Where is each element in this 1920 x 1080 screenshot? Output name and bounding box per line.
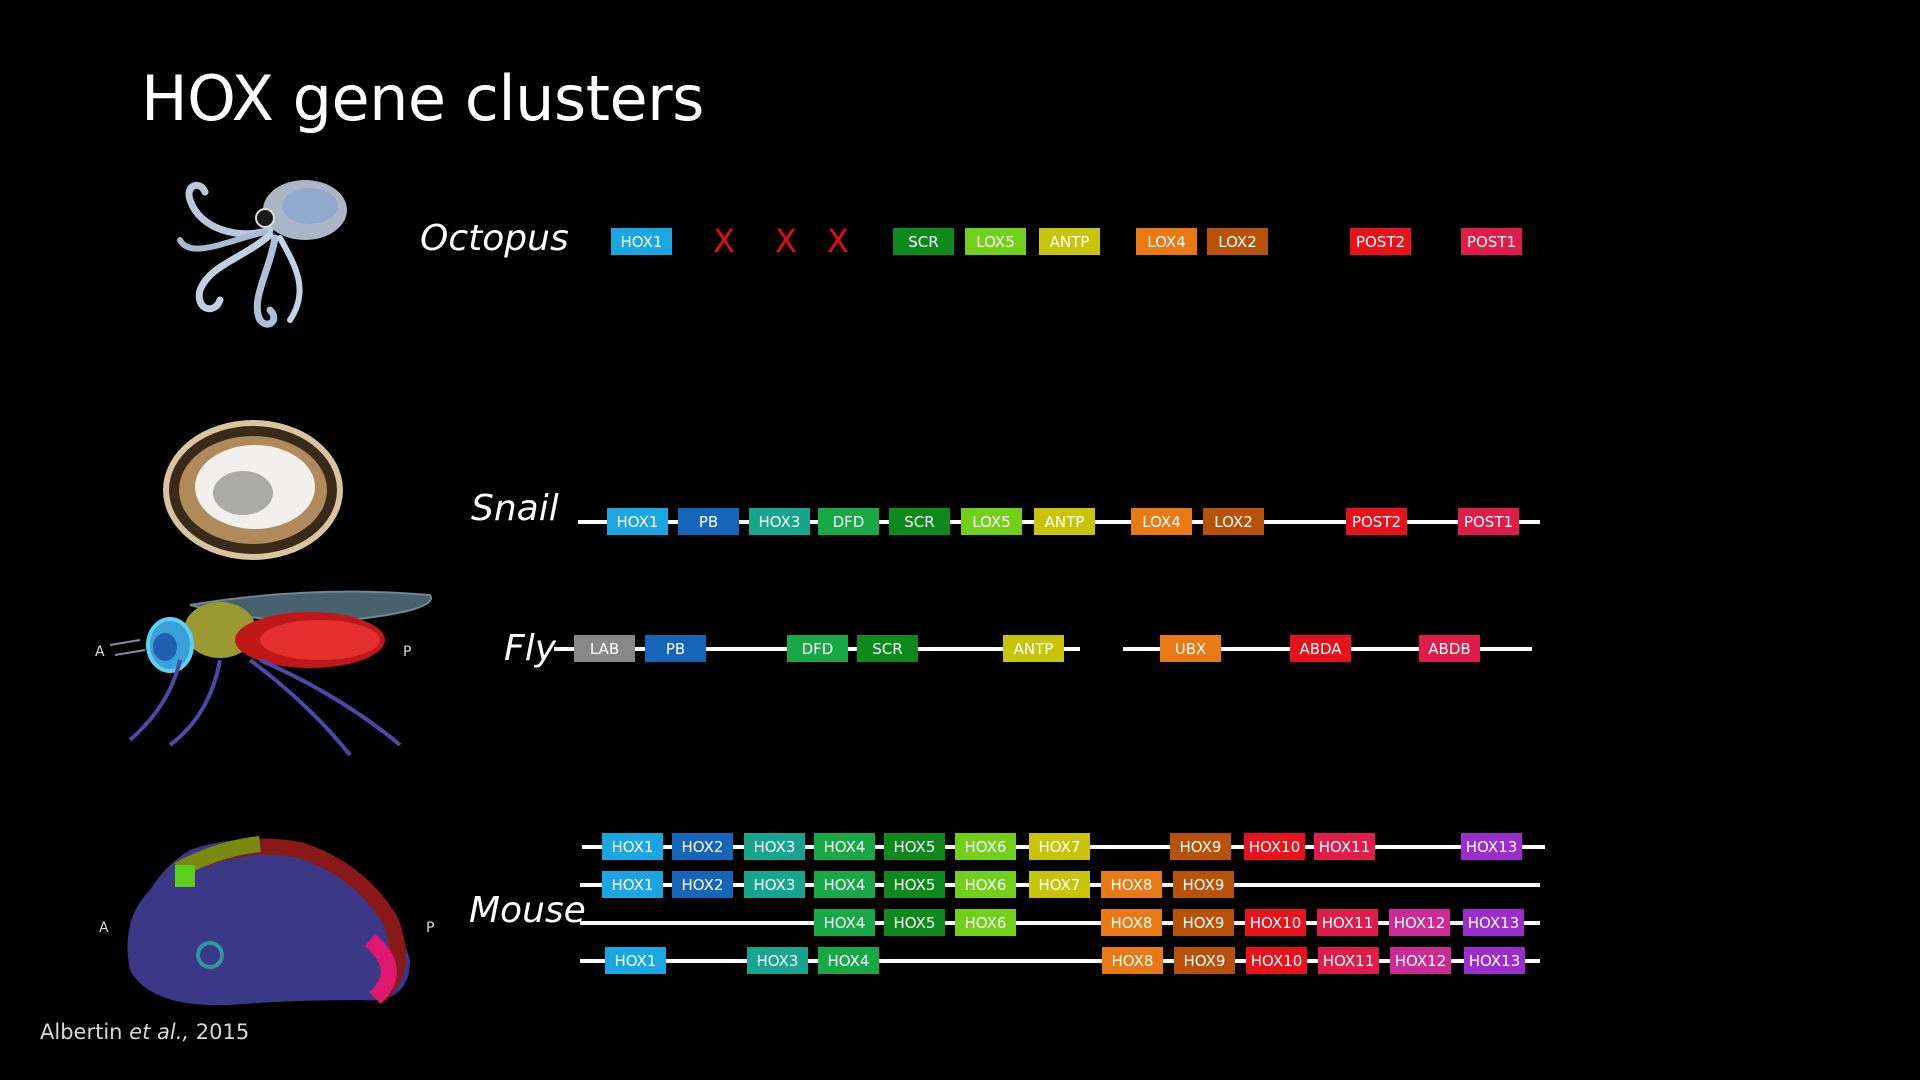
mouse-gene-hox13: HOX13 xyxy=(1464,947,1525,974)
mouse-gene-hox5: HOX5 xyxy=(884,909,945,936)
mouse-gene-hox2: HOX2 xyxy=(672,833,733,860)
fly-gene-abda: ABDA xyxy=(1290,635,1351,662)
octopus-image xyxy=(177,180,347,328)
mouse-gene-hox11: HOX11 xyxy=(1317,909,1378,936)
mouse-gene-hox8: HOX8 xyxy=(1101,871,1162,898)
fly-gene-lab: LAB xyxy=(574,635,635,662)
mouse-gene-hox8: HOX8 xyxy=(1101,909,1162,936)
mouse-embryo-image xyxy=(127,836,410,1006)
mouse-gene-hox1: HOX1 xyxy=(605,947,666,974)
fly-gene-dfd: DFD xyxy=(787,635,848,662)
mouse-anterior-label: A xyxy=(99,920,109,936)
mouse-gene-hox3: HOX3 xyxy=(747,947,808,974)
mouse-posterior-label: P xyxy=(426,920,435,936)
snail-gene-hox1: HOX1 xyxy=(607,508,668,535)
snail-gene-post2: POST2 xyxy=(1346,508,1407,535)
mouse-gene-hox10: HOX10 xyxy=(1244,833,1305,860)
slide-title: HOX gene clusters xyxy=(141,62,704,135)
octopus-missing-gene-mark: X xyxy=(713,222,735,260)
citation-etal: et al., xyxy=(129,1020,190,1044)
mouse-gene-hox9: HOX9 xyxy=(1173,871,1234,898)
snail-gene-hox3: HOX3 xyxy=(749,508,810,535)
species-label-octopus: Octopus xyxy=(420,218,569,259)
mouse-gene-hox11: HOX11 xyxy=(1318,947,1379,974)
snail-gene-post1: POST1 xyxy=(1458,508,1519,535)
mouse-gene-hox7: HOX7 xyxy=(1029,871,1090,898)
fly-gene-antp: ANTP xyxy=(1003,635,1064,662)
citation: Albertin et al., 2015 xyxy=(40,1020,249,1044)
mouse-gene-hox3: HOX3 xyxy=(744,833,805,860)
octopus-gene-lox5: LOX5 xyxy=(965,228,1026,255)
mouse-gene-hox6: HOX6 xyxy=(955,909,1016,936)
citation-author: Albertin xyxy=(40,1020,123,1044)
fly-posterior-label: P xyxy=(403,644,412,660)
snail-gene-scr: SCR xyxy=(889,508,950,535)
mouse-gene-hox11: HOX11 xyxy=(1314,833,1375,860)
snail-image xyxy=(163,420,343,560)
citation-year: 2015 xyxy=(195,1020,250,1044)
mouse-gene-hox13: HOX13 xyxy=(1461,833,1522,860)
fly-gene-ubx: UBX xyxy=(1160,635,1221,662)
snail-gene-pb: PB xyxy=(678,508,739,535)
octopus-gene-antp: ANTP xyxy=(1039,228,1100,255)
octopus-gene-post2: POST2 xyxy=(1350,228,1411,255)
octopus-gene-lox4: LOX4 xyxy=(1136,228,1197,255)
snail-gene-lox4: LOX4 xyxy=(1131,508,1192,535)
mouse-gene-hox9: HOX9 xyxy=(1174,947,1235,974)
mouse-gene-hox6: HOX6 xyxy=(955,833,1016,860)
mouse-gene-hox2: HOX2 xyxy=(672,871,733,898)
mouse-gene-hox13: HOX13 xyxy=(1463,909,1524,936)
octopus-gene-post1: POST1 xyxy=(1461,228,1522,255)
mouse-gene-hox7: HOX7 xyxy=(1029,833,1090,860)
mouse-gene-hox10: HOX10 xyxy=(1246,947,1307,974)
mouse-gene-hox9: HOX9 xyxy=(1170,833,1231,860)
fly-gene-pb: PB xyxy=(645,635,706,662)
snail-gene-dfd: DFD xyxy=(818,508,879,535)
species-label-mouse: Mouse xyxy=(469,890,586,931)
mouse-gene-hox4: HOX4 xyxy=(818,947,879,974)
mouse-gene-hox10: HOX10 xyxy=(1245,909,1306,936)
mouse-gene-hox5: HOX5 xyxy=(884,833,945,860)
octopus-gene-hox1: HOX1 xyxy=(611,228,672,255)
mouse-gene-hox4: HOX4 xyxy=(814,871,875,898)
fly-anterior-label: A xyxy=(95,644,105,660)
octopus-missing-gene-mark: X xyxy=(775,222,797,260)
mouse-gene-hox4: HOX4 xyxy=(814,833,875,860)
species-label-snail: Snail xyxy=(471,488,559,529)
octopus-gene-lox2: LOX2 xyxy=(1207,228,1268,255)
snail-gene-lox5: LOX5 xyxy=(961,508,1022,535)
mouse-gene-hox6: HOX6 xyxy=(955,871,1016,898)
fly-gene-scr: SCR xyxy=(857,635,918,662)
mouse-gene-hox4: HOX4 xyxy=(814,909,875,936)
mouse-gene-hox3: HOX3 xyxy=(744,871,805,898)
octopus-gene-scr: SCR xyxy=(893,228,954,255)
mouse-gene-hox12: HOX12 xyxy=(1390,947,1451,974)
snail-gene-lox2: LOX2 xyxy=(1203,508,1264,535)
mouse-cluster-line xyxy=(580,959,1540,963)
snail-gene-antp: ANTP xyxy=(1034,508,1095,535)
species-label-fly: Fly xyxy=(504,628,557,669)
fly-image xyxy=(110,590,432,757)
fly-gene-abdb: ABDB xyxy=(1419,635,1480,662)
mouse-gene-hox9: HOX9 xyxy=(1173,909,1234,936)
mouse-gene-hox5: HOX5 xyxy=(884,871,945,898)
mouse-cluster-line xyxy=(580,921,1540,925)
mouse-gene-hox12: HOX12 xyxy=(1389,909,1450,936)
mouse-gene-hox1: HOX1 xyxy=(602,833,663,860)
mouse-gene-hox1: HOX1 xyxy=(602,871,663,898)
mouse-gene-hox8: HOX8 xyxy=(1102,947,1163,974)
octopus-missing-gene-mark: X xyxy=(827,222,849,260)
